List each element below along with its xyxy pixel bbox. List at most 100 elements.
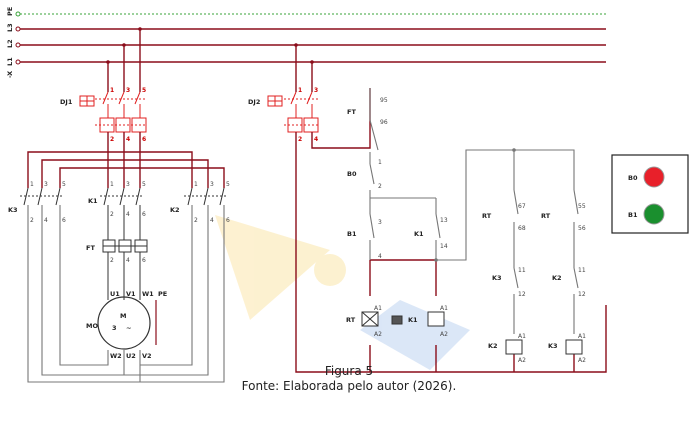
svg-text:4: 4 <box>210 217 214 224</box>
svg-text:A2: A2 <box>578 357 586 364</box>
figure-source: Fonte: Elaborada pelo autor (2026). <box>241 379 457 393</box>
svg-text:3: 3 <box>314 87 318 94</box>
motor-u2: U2 <box>126 352 136 360</box>
svg-text:1: 1 <box>30 181 34 188</box>
svg-text:5: 5 <box>226 181 230 188</box>
svg-text:2: 2 <box>110 257 114 264</box>
svg-text:3: 3 <box>126 181 130 188</box>
k1-coil-inline-label: K1 <box>408 316 418 324</box>
motor-v2: V2 <box>142 352 152 360</box>
svg-text:3: 3 <box>44 181 48 188</box>
motor-label: MO <box>86 322 98 330</box>
svg-text:4: 4 <box>126 257 130 264</box>
dj1-breaker <box>79 27 147 133</box>
svg-text:12: 12 <box>578 291 586 298</box>
return-wiring <box>27 205 225 383</box>
panel-b0-label: B0 <box>628 174 638 182</box>
dj1-pins: 1 3 5 2 4 6 <box>110 87 146 143</box>
svg-text:2: 2 <box>298 136 302 143</box>
k1-aux-label: K1 <box>414 230 424 238</box>
k3-coil-label: K3 <box>548 342 558 350</box>
svg-text:2: 2 <box>194 217 198 224</box>
svg-text:4: 4 <box>314 136 318 143</box>
svg-text:13: 13 <box>440 217 448 224</box>
svg-text:96: 96 <box>380 119 388 126</box>
motor-phases: 3 <box>112 324 117 332</box>
b1-lamp <box>643 203 665 225</box>
svg-text:4: 4 <box>126 136 130 143</box>
motor-w2: W2 <box>110 352 122 360</box>
svg-text:56: 56 <box>578 225 586 232</box>
k2-interlock-label: K2 <box>552 274 562 282</box>
svg-text:A2: A2 <box>374 331 382 338</box>
overload-relay <box>102 205 148 300</box>
svg-text:2: 2 <box>110 211 114 218</box>
motor-u1: U1 <box>110 290 120 298</box>
svg-text:1: 1 <box>194 181 198 188</box>
dj2-breaker <box>267 43 320 133</box>
rail-label-l3: L3 <box>6 23 14 32</box>
watermark <box>215 215 470 370</box>
svg-text:A1: A1 <box>374 305 382 312</box>
rail-label-l1: L1 <box>6 57 14 66</box>
junction-dot <box>512 148 516 152</box>
b0-label: B0 <box>347 170 357 178</box>
rail-labels: PE L3 L2 L1 -X <box>6 7 14 78</box>
ft-power-label: FT <box>86 244 95 252</box>
svg-text:6: 6 <box>142 211 146 218</box>
rt-contact-label-1: RT <box>482 212 492 220</box>
b0-lamp <box>643 166 665 188</box>
coils <box>361 311 583 355</box>
power-contacts <box>20 187 226 206</box>
svg-text:14: 14 <box>440 243 448 250</box>
svg-text:95: 95 <box>380 97 388 104</box>
k2-coil-label: K2 <box>488 342 498 350</box>
svg-text:3: 3 <box>378 219 382 226</box>
svg-text:5: 5 <box>142 87 146 94</box>
svg-text:3: 3 <box>210 181 214 188</box>
svg-text:67: 67 <box>518 203 526 210</box>
svg-text:1: 1 <box>110 87 114 94</box>
dj1-label: DJ1 <box>60 98 73 106</box>
svg-text:12: 12 <box>518 291 526 298</box>
svg-text:55: 55 <box>578 203 586 210</box>
svg-text:2: 2 <box>378 183 382 190</box>
ft-control-label: FT <box>347 108 356 116</box>
figure-caption: Figura 5 <box>324 364 374 378</box>
b1-label: B1 <box>347 230 357 238</box>
svg-text:4: 4 <box>126 211 130 218</box>
k3-interlock-label: K3 <box>492 274 502 282</box>
junction-dot <box>434 258 438 262</box>
control-grey-wiring <box>369 88 579 334</box>
svg-text:3: 3 <box>126 87 130 94</box>
svg-text:68: 68 <box>518 225 526 232</box>
svg-text:5: 5 <box>142 181 146 188</box>
svg-text:6: 6 <box>142 136 146 143</box>
motor-pe: PE <box>158 290 167 298</box>
rt-contact-label-2: RT <box>541 212 551 220</box>
motor: M 3 ~ <box>97 296 157 350</box>
svg-text:11: 11 <box>578 267 586 274</box>
svg-text:2: 2 <box>110 136 114 143</box>
dj2-label: DJ2 <box>248 98 260 106</box>
svg-text:5: 5 <box>62 181 66 188</box>
svg-text:A2: A2 <box>518 357 526 364</box>
svg-text:A1: A1 <box>518 333 526 340</box>
motor-terminals: U1 V1 W1 PE W2 U2 V2 <box>110 290 167 360</box>
svg-text:A1: A1 <box>440 305 448 312</box>
k3-power-label: K3 <box>8 206 18 214</box>
svg-text:6: 6 <box>62 217 66 224</box>
svg-text:A1: A1 <box>578 333 586 340</box>
svg-text:4: 4 <box>378 253 382 260</box>
svg-text:~: ~ <box>126 324 131 332</box>
power-bus <box>27 132 225 188</box>
svg-text:6: 6 <box>142 257 146 264</box>
svg-text:11: 11 <box>518 267 526 274</box>
motor-w1: W1 <box>142 290 154 298</box>
operator-panel <box>611 154 689 234</box>
svg-text:1: 1 <box>298 87 302 94</box>
dj2-pins: 1 3 2 4 <box>298 87 318 143</box>
